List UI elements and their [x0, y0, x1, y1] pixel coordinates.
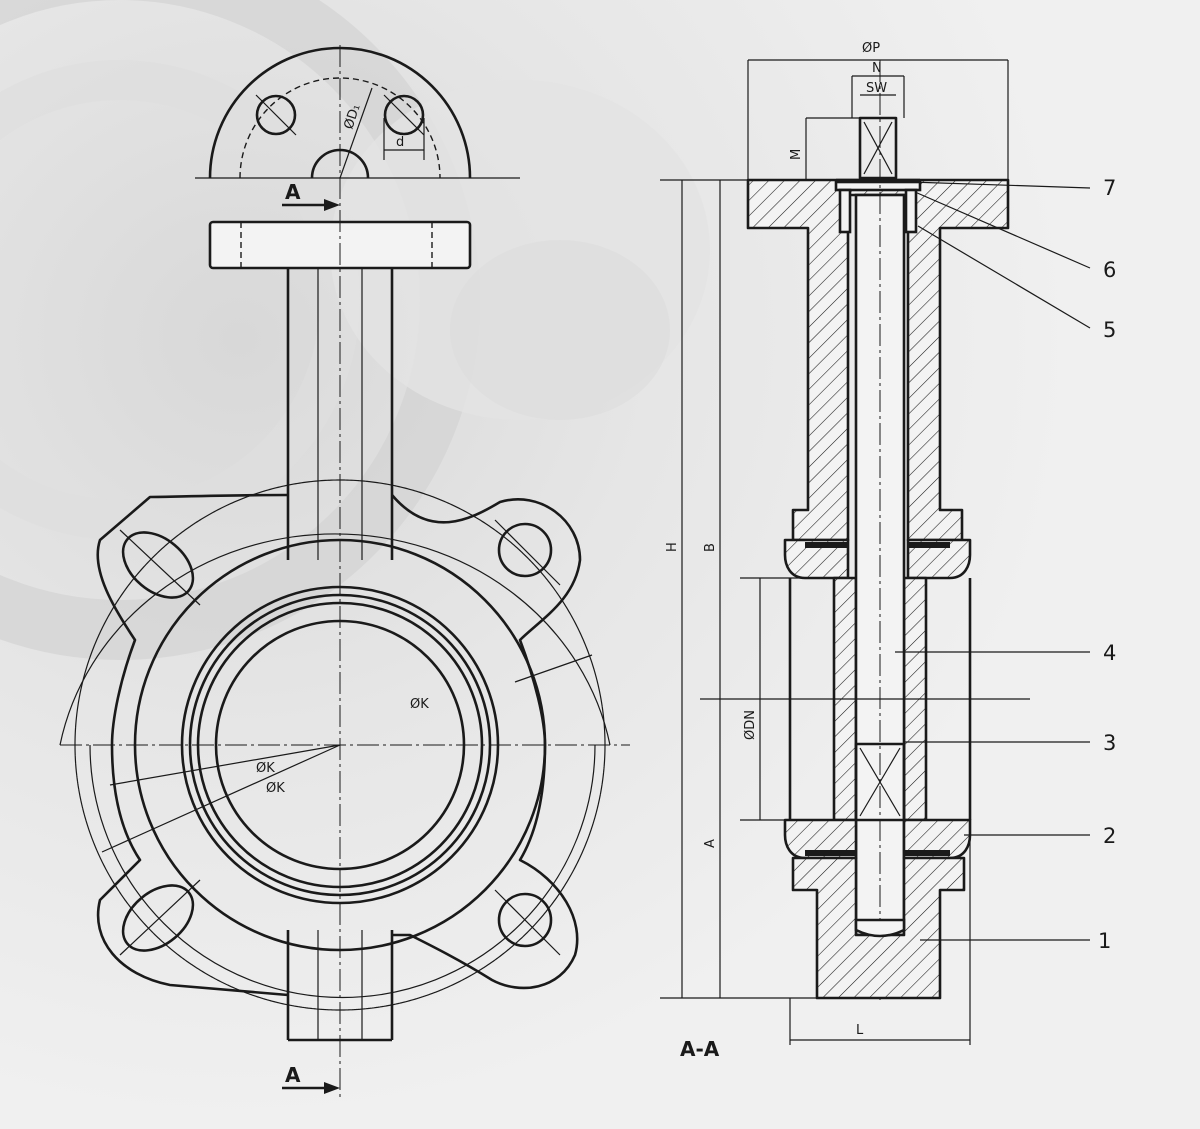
- dim-label-sw: SW: [866, 81, 887, 96]
- callout-1: 1: [1098, 929, 1111, 953]
- callout-3: 3: [1103, 731, 1116, 755]
- callout-5: 5: [1103, 318, 1116, 342]
- dim-label-dn: ØDN: [743, 710, 758, 740]
- dim-label-n: N: [872, 61, 882, 76]
- callout-2: 2: [1103, 824, 1116, 848]
- dim-label-m: M: [789, 149, 804, 160]
- front-view: [59, 45, 630, 1100]
- section-label-bottom: A: [285, 1063, 301, 1087]
- dim-label-a: A: [703, 839, 718, 848]
- section-arrow-bottom: [282, 1082, 340, 1094]
- dim-label-p: ØP: [862, 41, 880, 56]
- section-title: A-A: [680, 1037, 720, 1061]
- callout-6: 6: [1103, 258, 1116, 282]
- dim-label-d1: ØD₁: [342, 102, 364, 131]
- gland-ring: [834, 180, 922, 192]
- callout-4: 4: [1103, 641, 1116, 665]
- bottom-boss-section: [791, 856, 966, 1000]
- dim-label-k-2: ØK: [256, 761, 275, 776]
- section-view: [660, 59, 1091, 1045]
- dim-label-k-1: ØK: [410, 697, 429, 712]
- valve-neck: [286, 268, 394, 560]
- dim-label-b: B: [703, 543, 718, 552]
- square-drive: [858, 116, 898, 180]
- callout-7: 7: [1103, 176, 1116, 200]
- section-arrow-top: [282, 199, 340, 211]
- dim-label-k-3: ØK: [266, 781, 285, 796]
- section-label-top: A: [285, 180, 301, 204]
- dim-label-l: L: [856, 1023, 864, 1038]
- dim-label-d: d: [396, 135, 404, 150]
- dim-label-h: H: [665, 542, 680, 552]
